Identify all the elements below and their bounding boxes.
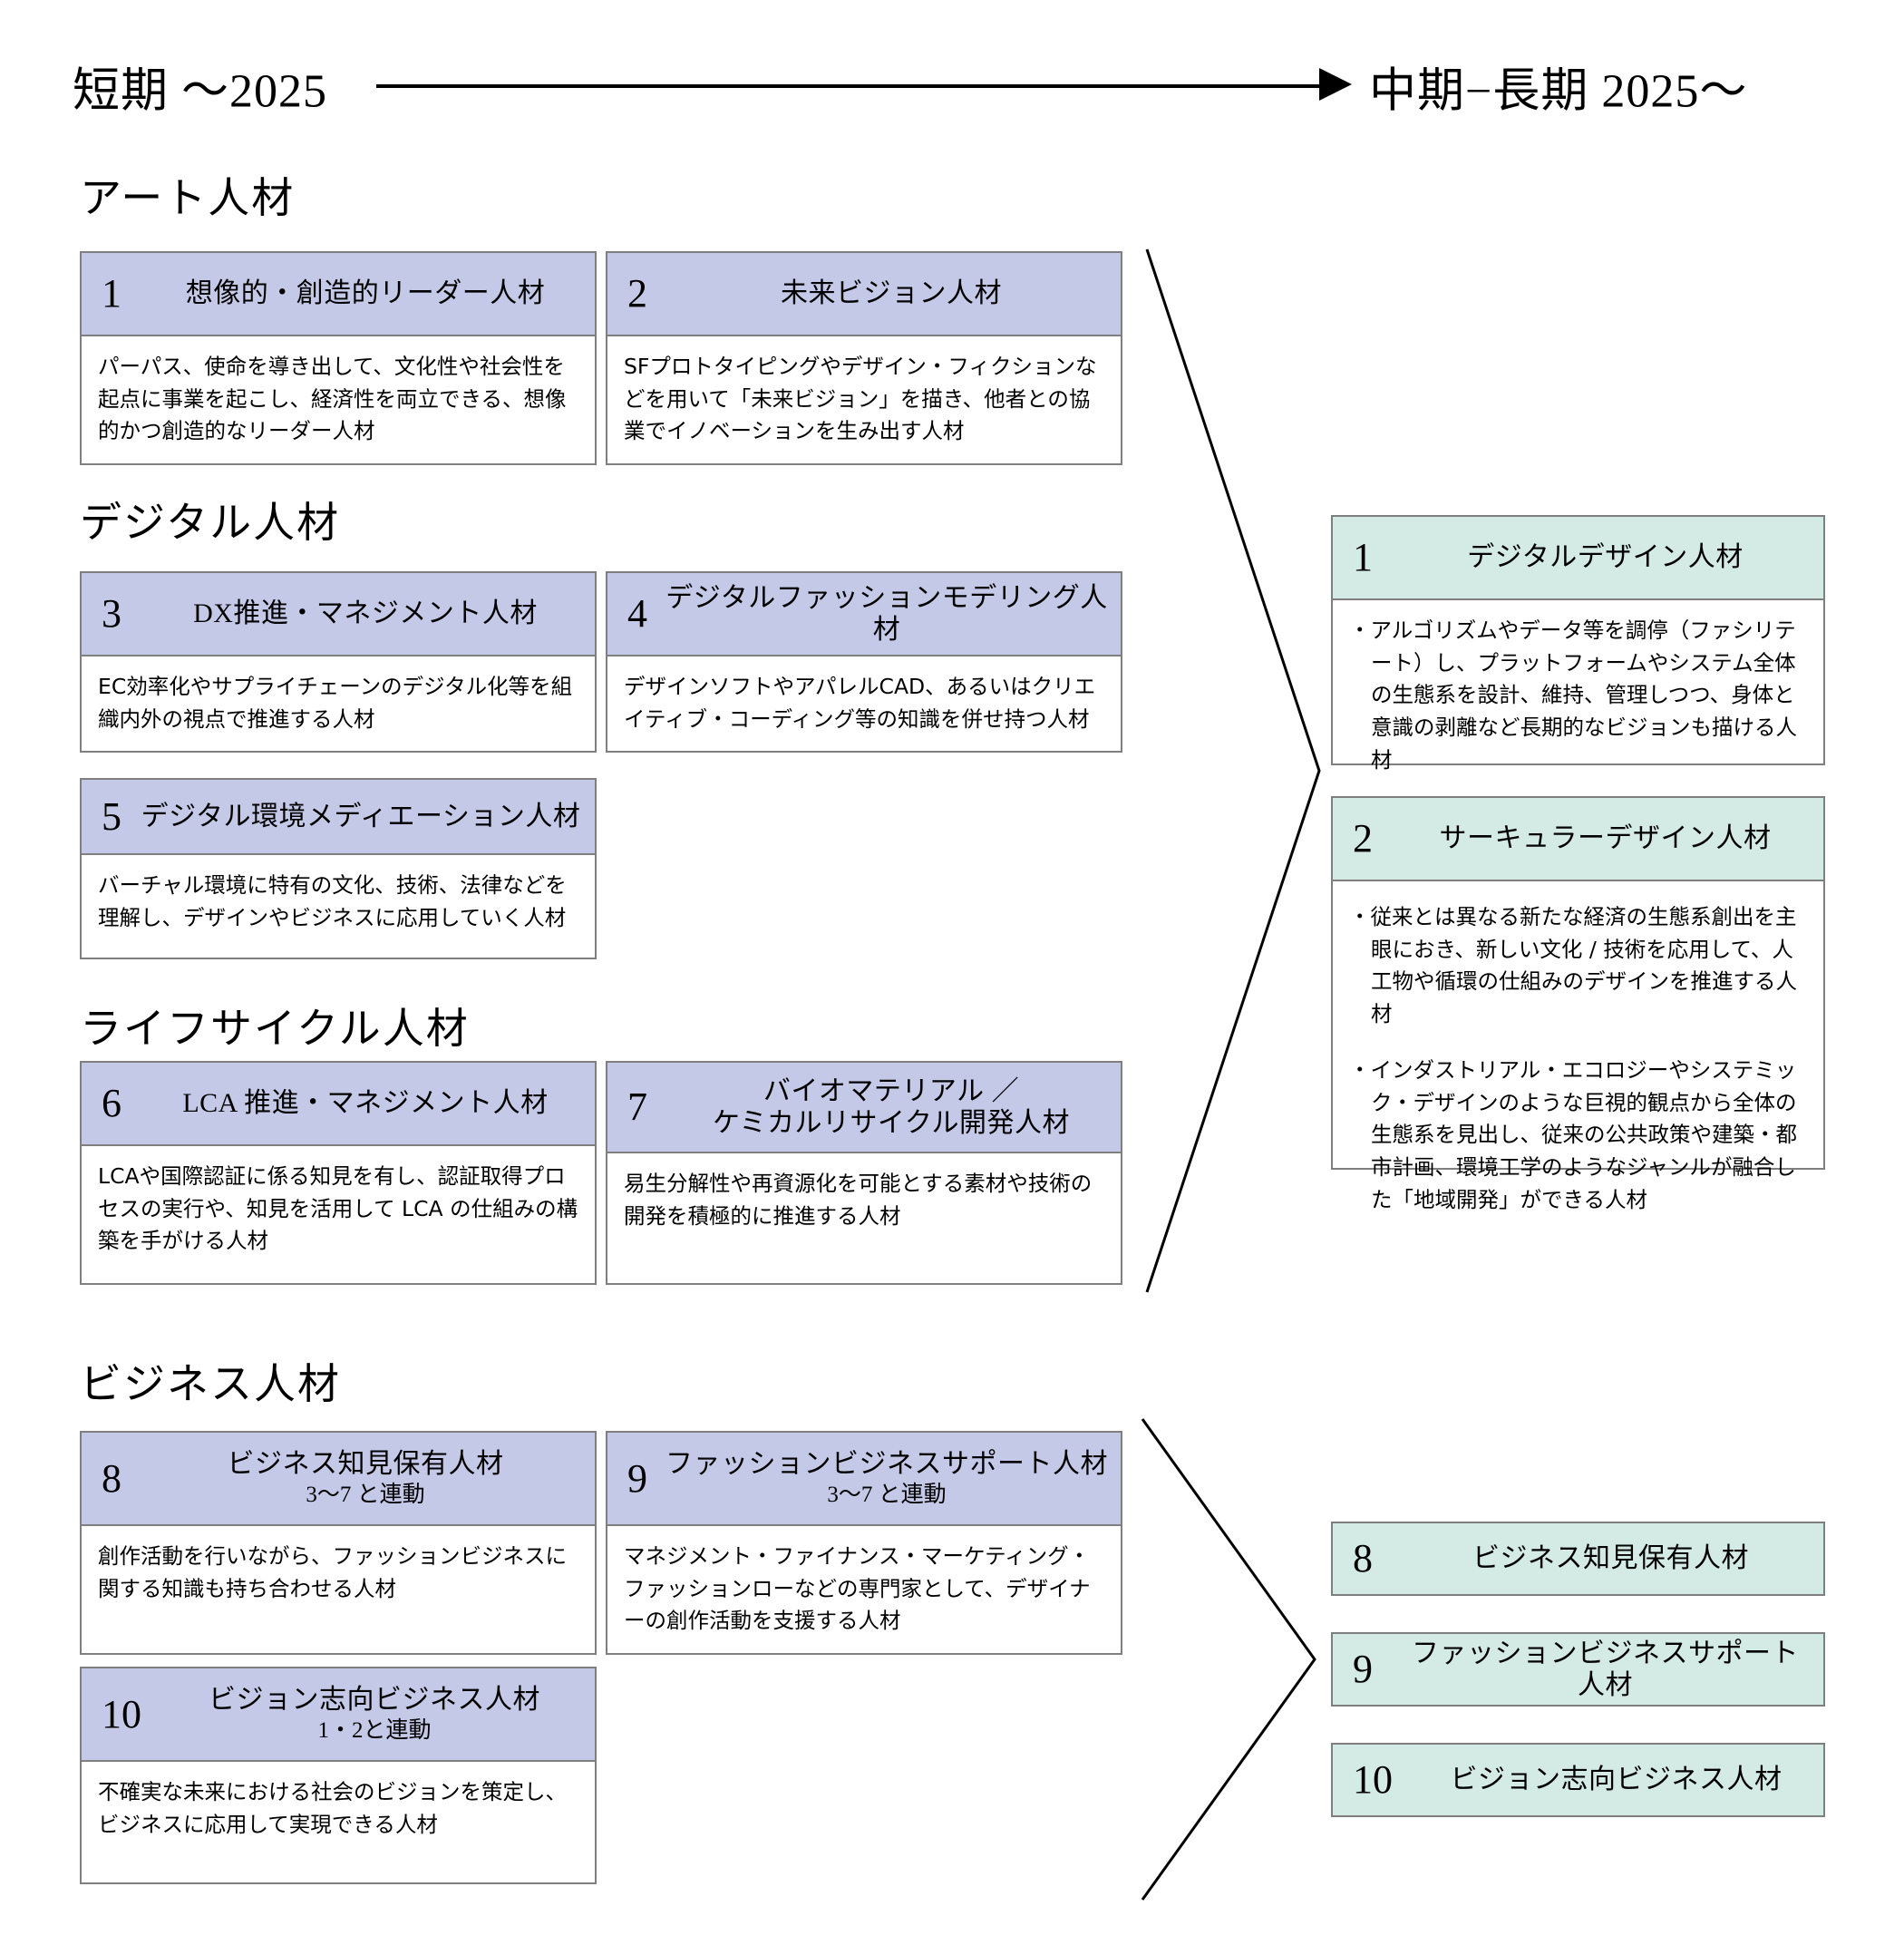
card-9-body: マネジメント・ファイナンス・マーケティング・ファッションローなどの専門家として、…: [607, 1526, 1121, 1647]
card-4-body: デザインソフトやアパレルCAD、あるいはクリエイティブ・コーディング等の知識を併…: [607, 656, 1121, 744]
card-8-header: 8 ビジネス知見保有人材 3〜7 と連動: [82, 1433, 595, 1526]
timeline-right-label: 中期−長期 2025〜: [1369, 65, 1748, 118]
group-title-art: アート人材: [80, 175, 296, 221]
right-chip-9-title: ファッションビジネスサポート人材: [1412, 1638, 1799, 1700]
card-5-number: 5: [102, 793, 121, 839]
card-7-title: バイオマテリアル ／ ケミカルリサイクル開発人材: [712, 1075, 1071, 1138]
card-10-subtitle: 1・2と連動: [317, 1718, 432, 1744]
group-title-digital: デジタル人材: [80, 500, 341, 546]
card-3-number: 3: [102, 591, 121, 636]
right-chip-10-title: ビジョン志向ビジネス人材: [1450, 1765, 1783, 1795]
card-5-header: 5 デジタル環境メディエーション人材: [82, 780, 595, 855]
card-7-number: 7: [627, 1084, 647, 1129]
group-title-business: ビジネス人材: [80, 1361, 341, 1407]
right-card-2-body: ・従来とは異なる新たな経済の生態系創出を主眼におき、新しい文化 / 技術を応用し…: [1333, 881, 1823, 1225]
card-8-body: 創作活動を行いながら、ファッションビジネスに関する知識も持ち合わせる人材: [82, 1526, 595, 1614]
card-6-title: LCA 推進・マネジメント人材: [182, 1088, 549, 1119]
right-chip-10[interactable]: 10 ビジョン志向ビジネス人材: [1331, 1743, 1825, 1817]
right-card-1-header: 1 デジタルデザイン人材: [1333, 517, 1823, 600]
right-card-2-header: 2 サーキュラーデザイン人材: [1333, 798, 1823, 881]
card-6[interactable]: 6 LCA 推進・マネジメント人材 LCAや国際認証に係る知見を有し、認証取得プ…: [80, 1061, 597, 1285]
card-9-title: ファッションビジネスサポート人材: [665, 1448, 1108, 1479]
chevron-bottom-connector: [1141, 1418, 1316, 1901]
card-3-body: EC効率化やサプライチェーンのデジタル化等を組織内外の視点で推進する人材: [82, 656, 595, 744]
right-card-2-number: 2: [1353, 816, 1373, 861]
right-chip-10-number: 10: [1353, 1757, 1393, 1802]
card-7-body-text: 易生分解性や再資源化を可能とする素材や技術の開発を積極的に推進する人材: [624, 1171, 1093, 1229]
card-2-number: 2: [627, 271, 647, 316]
card-5[interactable]: 5 デジタル環境メディエーション人材 バーチャル環境に特有の文化、技術、法律など…: [80, 778, 597, 959]
card-1-number: 1: [102, 271, 121, 316]
card-6-body: LCAや国際認証に係る知見を有し、認証取得プロセスの実行や、知見を活用して LC…: [82, 1146, 595, 1267]
card-10-body: 不確実な未来における社会のビジョンを策定し、ビジネスに応用して実現できる人材: [82, 1762, 595, 1850]
card-8-subtitle: 3〜7 と連動: [306, 1483, 425, 1508]
right-chip-9[interactable]: 9 ファッションビジネスサポート人材: [1331, 1632, 1825, 1707]
card-3[interactable]: 3 DX推進・マネジメント人材 EC効率化やサプライチェーンのデジタル化等を組織…: [80, 571, 597, 753]
right-card-1-body: ・アルゴリズムやデータ等を調停（ファシリテート）し、プラットフォームやシステム全…: [1333, 600, 1823, 786]
card-3-header: 3 DX推進・マネジメント人材: [82, 573, 595, 656]
right-card-1-number: 1: [1353, 535, 1373, 579]
right-arrow-icon: [1319, 68, 1352, 101]
card-9[interactable]: 9 ファッションビジネスサポート人材 3〜7 と連動 マネジメント・ファイナンス…: [606, 1431, 1122, 1655]
right-card-1-bullet-1: ・アルゴリズムやデータ等を調停（ファシリテート）し、プラットフォームやシステム全…: [1349, 618, 1797, 773]
card-3-title: DX推進・マネジメント人材: [193, 598, 538, 629]
card-9-header: 9 ファッションビジネスサポート人材 3〜7 と連動: [607, 1433, 1121, 1526]
card-6-number: 6: [102, 1081, 121, 1125]
card-3-body-text: EC効率化やサプライチェーンのデジタル化等を組織内外の視点で推進する人材: [98, 674, 573, 732]
card-7-body: 易生分解性や再資源化を可能とする素材や技術の開発を積極的に推進する人材: [607, 1153, 1121, 1241]
right-card-1-title: デジタルデザイン人材: [1467, 542, 1744, 573]
timeline-left-label: 短期 〜2025: [73, 65, 328, 118]
card-10-number: 10: [102, 1691, 141, 1736]
group-title-lifecycle: ライフサイクル人材: [80, 1006, 470, 1052]
card-8-title: ビジネス知見保有人材: [227, 1448, 504, 1479]
card-1[interactable]: 1 想像的・創造的リーダー人材 パーパス、使命を導き出して、文化性や社会性を起点…: [80, 251, 597, 465]
card-9-body-text: マネジメント・ファイナンス・マーケティング・ファッションローなどの専門家として、…: [624, 1543, 1091, 1634]
right-card-2-title: サーキュラーデザイン人材: [1439, 823, 1772, 854]
card-2-header: 2 未来ビジョン人材: [607, 253, 1121, 336]
right-card-2[interactable]: 2 サーキュラーデザイン人材 ・従来とは異なる新たな経済の生態系創出を主眼におき…: [1331, 796, 1825, 1212]
card-1-header: 1 想像的・創造的リーダー人材: [82, 253, 595, 336]
card-2-body: SFプロトタイピングやデザイン・フィクションなどを用いて「未来ビジョン」を描き、…: [607, 336, 1121, 457]
right-chip-8-title: ビジネス知見保有人材: [1472, 1543, 1749, 1574]
card-2[interactable]: 2 未来ビジョン人材 SFプロトタイピングやデザイン・フィクションなどを用いて「…: [606, 251, 1122, 465]
card-10[interactable]: 10 ビジョン志向ビジネス人材 1・2と連動 不確実な未来における社会のビジョン…: [80, 1667, 597, 1884]
card-7[interactable]: 7 バイオマテリアル ／ ケミカルリサイクル開発人材 易生分解性や再資源化を可能…: [606, 1061, 1122, 1285]
right-chip-9-number: 9: [1353, 1647, 1373, 1691]
chevron-top-connector: [1145, 248, 1321, 1293]
card-4-body-text: デザインソフトやアパレルCAD、あるいはクリエイティブ・コーディング等の知識を併…: [624, 674, 1096, 732]
card-4[interactable]: 4 デジタルファッションモデリング人材 デザインソフトやアパレルCAD、あるいは…: [606, 571, 1122, 753]
card-9-number: 9: [627, 1455, 647, 1501]
card-10-title: ビジョン志向ビジネス人材: [209, 1684, 540, 1715]
card-4-header: 4 デジタルファッションモデリング人材: [607, 573, 1121, 656]
timeline-header: 短期 〜2025 中期−長期 2025〜: [0, 50, 1904, 131]
card-2-title: 未来ビジョン人材: [781, 278, 1002, 309]
right-card-2-bullet-1: ・従来とは異なる新たな経済の生態系創出を主眼におき、新しい文化 / 技術を応用し…: [1349, 904, 1797, 1027]
card-5-title: デジタル環境メディエーション人材: [141, 801, 581, 831]
card-8-body-text: 創作活動を行いながら、ファッションビジネスに関する知識も持ち合わせる人材: [98, 1543, 567, 1601]
right-chip-8[interactable]: 8 ビジネス知見保有人材: [1331, 1522, 1825, 1596]
card-4-title: デジタルファッションモデリング人材: [665, 582, 1108, 645]
card-8-number: 8: [102, 1455, 121, 1501]
card-1-body-text: パーパス、使命を導き出して、文化性や社会性を起点に事業を起こし、経済性を両立でき…: [98, 354, 567, 444]
right-chip-8-number: 8: [1353, 1536, 1373, 1580]
card-8[interactable]: 8 ビジネス知見保有人材 3〜7 と連動 創作活動を行いながら、ファッションビジ…: [80, 1431, 597, 1655]
right-card-2-bullet-2: ・インダストリアル・エコロジーやシステミック・デザインのような巨視的観点から全体…: [1349, 1056, 1797, 1212]
card-7-header: 7 バイオマテリアル ／ ケミカルリサイクル開発人材: [607, 1063, 1121, 1153]
card-2-body-text: SFプロトタイピングやデザイン・フィクションなどを用いて「未来ビジョン」を描き、…: [624, 354, 1097, 444]
card-6-header: 6 LCA 推進・マネジメント人材: [82, 1063, 595, 1146]
card-1-body: パーパス、使命を導き出して、文化性や社会性を起点に事業を起こし、経済性を両立でき…: [82, 336, 595, 457]
card-1-title: 想像的・創造的リーダー人材: [185, 278, 546, 309]
card-5-body: バーチャル環境に特有の文化、技術、法律などを理解し、デザインやビジネスに応用して…: [82, 855, 595, 943]
card-4-number: 4: [627, 591, 647, 636]
card-10-header: 10 ビジョン志向ビジネス人材 1・2と連動: [82, 1668, 595, 1762]
card-9-subtitle: 3〜7 と連動: [827, 1483, 947, 1508]
card-10-body-text: 不確実な未来における社会のビジョンを策定し、ビジネスに応用して実現できる人材: [98, 1779, 567, 1837]
right-card-1[interactable]: 1 デジタルデザイン人材 ・アルゴリズムやデータ等を調停（ファシリテート）し、プ…: [1331, 515, 1825, 773]
card-6-body-text: LCAや国際認証に係る知見を有し、認証取得プロセスの実行や、知見を活用して LC…: [98, 1163, 578, 1254]
card-5-body-text: バーチャル環境に特有の文化、技術、法律などを理解し、デザインやビジネスに応用して…: [98, 872, 567, 930]
timeline-line: [376, 84, 1333, 88]
